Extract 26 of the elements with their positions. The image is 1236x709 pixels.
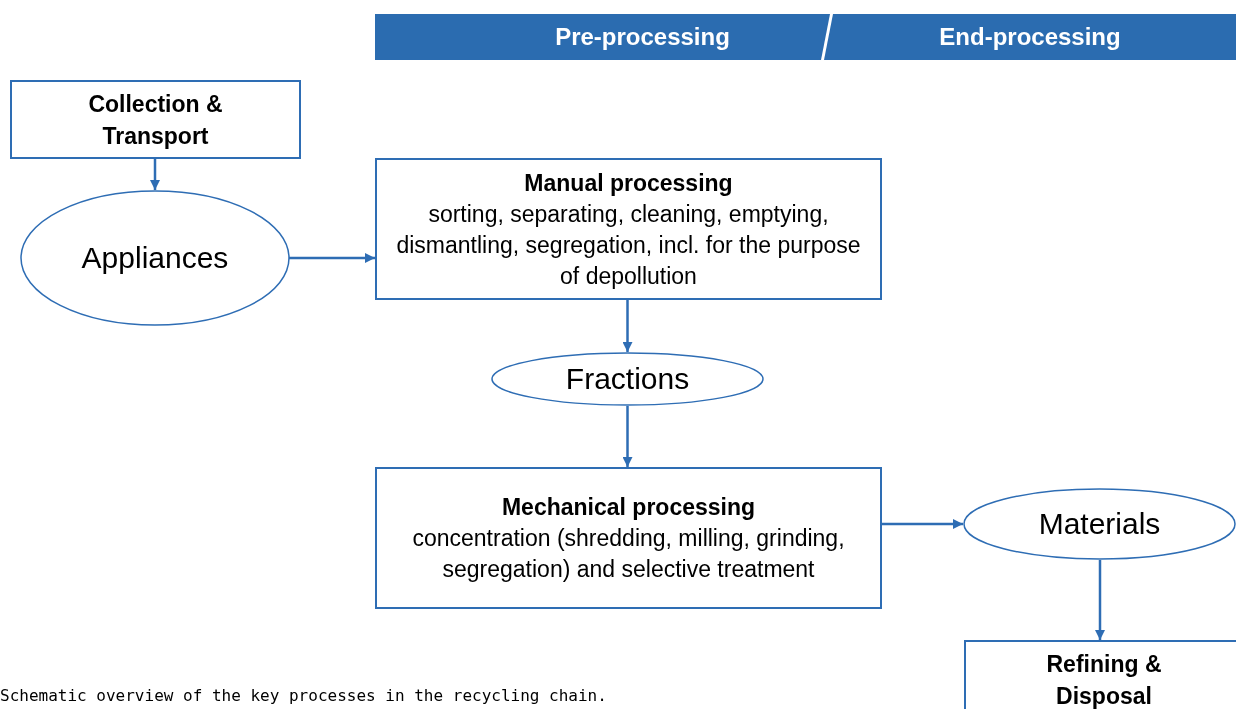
- stage-banner: [375, 14, 830, 60]
- node-label: Refining & Disposal: [1045, 650, 1163, 709]
- process-box: [375, 158, 882, 300]
- stage-label: End-processing: [939, 23, 1121, 51]
- node-label: Collection & Transport: [87, 89, 224, 151]
- arrow: [622, 300, 633, 352]
- node-label: Materials: [1038, 507, 1161, 541]
- material-ellipse: [20, 190, 290, 326]
- arrow: [882, 519, 963, 529]
- process-box: [375, 467, 882, 609]
- node-description: sorting, separating, cleaning, emptying, dismantling, segregation, incl. for the purpose of depollution: [395, 199, 862, 291]
- material-ellipse: [491, 352, 764, 406]
- node-label: Fractions: [565, 362, 690, 396]
- stage-label: Pre-processing: [555, 23, 730, 51]
- node-heading: Manual processing: [524, 168, 733, 198]
- node-description: concentration (shredding, milling, grinding, segregation) and selective treatment: [411, 524, 846, 584]
- arrow: [1095, 560, 1105, 640]
- stage-banner: [824, 14, 1236, 60]
- node-label: Appliances: [81, 241, 229, 275]
- arrow: [622, 406, 633, 467]
- process-box: [10, 80, 301, 159]
- material-ellipse: [963, 488, 1236, 560]
- node-heading: Mechanical processing: [501, 493, 756, 522]
- process-box: [964, 640, 1236, 709]
- arrow: [150, 159, 160, 190]
- caption: Schematic overview of the key processes in the recycling chain.: [0, 686, 607, 705]
